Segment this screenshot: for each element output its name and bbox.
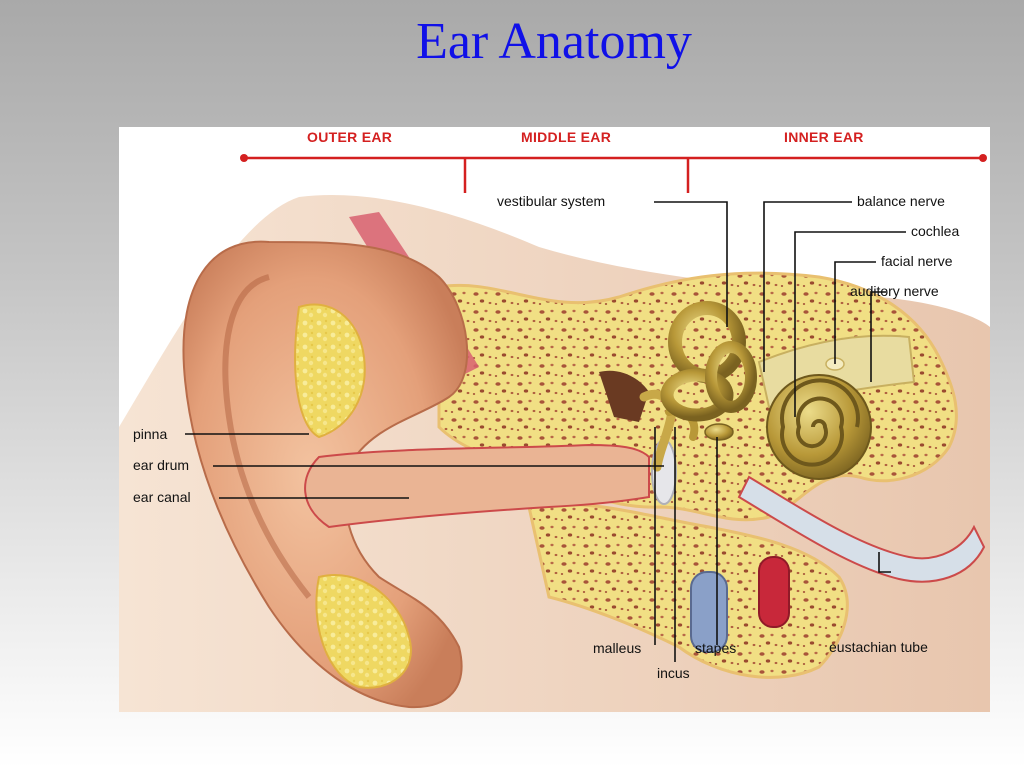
label-pinna: pinna: [133, 426, 168, 442]
label-balance-nerve: balance nerve: [857, 193, 945, 209]
eustachian-tube-shape: [737, 475, 986, 583]
artery: [758, 556, 790, 628]
ear-illustration: [119, 154, 990, 712]
region-bar: [240, 154, 987, 193]
label-auditory-nerve: auditory nerve: [850, 283, 939, 299]
region-middle-ear: MIDDLE EAR: [521, 129, 612, 145]
pinna-fat: [294, 303, 366, 439]
label-ear-canal: ear canal: [133, 489, 191, 505]
slide-title: Ear Anatomy: [416, 13, 692, 70]
label-facial-nerve: facial nerve: [881, 253, 953, 269]
label-stapes: stapes: [695, 640, 737, 656]
ear-diagram: OUTER EAR MIDDLE EAR INNER EAR vestibula…: [119, 127, 990, 712]
vein: [690, 571, 728, 653]
middle-ear-cavity: [599, 370, 649, 422]
lobe-fat: [315, 574, 412, 689]
label-malleus: malleus: [593, 640, 642, 656]
region-inner-ear: INNER EAR: [784, 129, 864, 145]
region-outer-ear: OUTER EAR: [307, 129, 393, 145]
label-incus: incus: [657, 665, 690, 681]
cochlea-shape: [766, 374, 872, 480]
pinna-inner: [222, 274, 312, 599]
leader-lines: [185, 201, 906, 662]
label-cochlea: cochlea: [911, 223, 960, 239]
label-eustachian-tube: eustachian tube: [829, 639, 928, 655]
vestibular-shape: [660, 301, 757, 422]
label-ear-drum: ear drum: [133, 457, 190, 473]
label-vestibular-system: vestibular system: [497, 193, 606, 209]
